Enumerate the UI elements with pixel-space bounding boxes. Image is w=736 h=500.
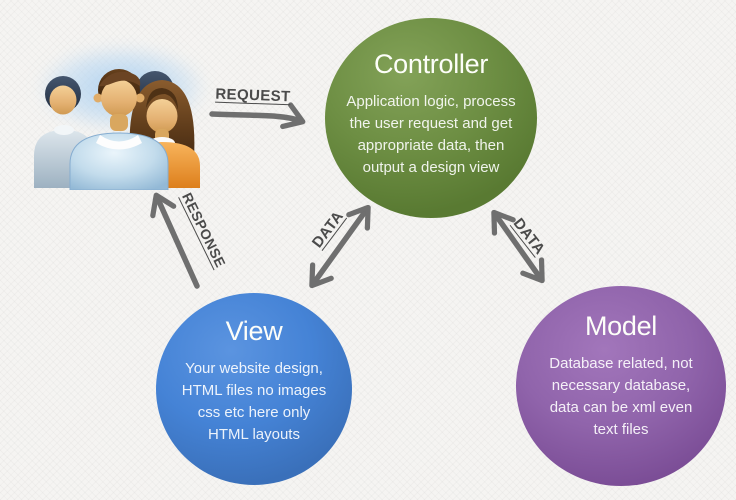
view-node: View Your website design, HTML files no … [156,293,352,485]
view-title: View [225,316,283,346]
data-arrow-controller-model [491,209,545,284]
controller-description: Application logic, process the user requ… [346,93,516,176]
data-arrow-view-controller [309,204,371,289]
model-node: Model Database related, not necessary da… [516,286,726,486]
model-title: Model [584,311,658,341]
request-label: REQUEST [215,85,291,106]
response-arrow [150,192,200,289]
model-description: Database related, not necessary database… [549,355,693,438]
users-group-icon [34,44,208,190]
request-arrow [209,102,306,130]
person-man [69,69,169,190]
controller-node: Controller Application logic, process th… [325,18,537,218]
view-description: Your website design, HTML files no image… [181,360,327,443]
controller-title: Controller [373,49,489,79]
